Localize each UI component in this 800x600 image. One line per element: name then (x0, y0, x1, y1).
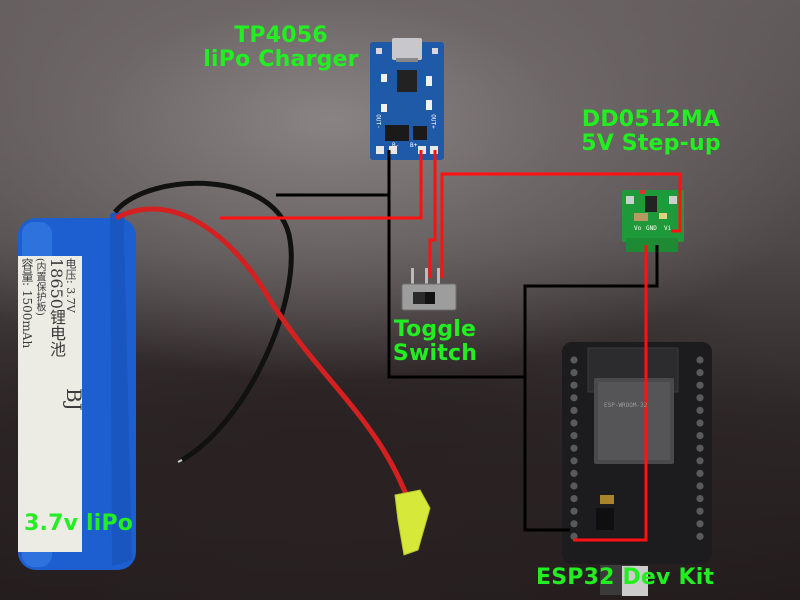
battery-brand: BJ (62, 388, 82, 411)
esp32-board (562, 342, 712, 596)
label-stepup-line2: 5V Step-up (581, 131, 721, 156)
header-pin (696, 457, 704, 465)
pin-b-minus: B- (392, 142, 400, 149)
wire-red-battery-to-bplus (220, 150, 423, 220)
pin-b-plus: B+ (410, 142, 418, 149)
header-pin (696, 394, 704, 402)
header-pin (696, 356, 704, 364)
header-pin (696, 406, 704, 414)
header-pin (696, 495, 704, 503)
header-pin (570, 469, 578, 477)
label-esp32: ESP32 Dev Kit (536, 565, 715, 590)
header-pin (696, 444, 704, 452)
pin-vo: Vo (634, 225, 642, 232)
label-battery: 3.7v liPo (24, 511, 134, 536)
battery-model: 18650锂电池 (47, 258, 66, 357)
overlay-wires (220, 150, 682, 542)
header-pin (696, 520, 704, 528)
header-pin (570, 356, 578, 364)
header-pin (570, 495, 578, 503)
dd0512ma-board (622, 190, 684, 252)
label-switch-line1: Toggle (393, 317, 477, 342)
header-pin (570, 432, 578, 440)
esp32-pin-headers (570, 356, 704, 541)
battery-voltage: 电压: 3.7V (64, 258, 77, 313)
wire-black-gnd-bus (387, 150, 525, 379)
battery-label-sticker (18, 256, 82, 552)
header-pin (696, 432, 704, 440)
label-stepup-line1: DD0512MA (581, 107, 721, 132)
header-pin (570, 381, 578, 389)
label-stepup: DD0512MA 5V Step-up (566, 108, 736, 156)
header-pin (696, 469, 704, 477)
label-charger-line2: liPo Charger (203, 47, 359, 72)
battery-red-lead (114, 206, 413, 506)
header-pin (696, 381, 704, 389)
pin-out-minus: OUT- (374, 114, 382, 129)
header-pin (570, 406, 578, 414)
header-pin (696, 369, 704, 377)
label-charger-line1: TP4056 (234, 23, 328, 48)
battery-label-text: 容量: 1500mAh (内置保护板) 18650锂电池 电压: 3.7V BJ (18, 258, 82, 550)
wire-red-switch-to-stepup-vi (440, 172, 682, 278)
pin-vi: Vi (664, 225, 672, 232)
header-pin (570, 394, 578, 402)
battery-note: (内置保护板) (34, 258, 45, 316)
header-pin (570, 520, 578, 528)
battery-capacity: 容量: 1500mAh (20, 258, 34, 349)
label-switch: Toggle Switch (380, 318, 490, 366)
battery-18650 (18, 212, 136, 570)
pin-gnd: GND (646, 225, 657, 232)
header-pin (696, 419, 704, 427)
header-pin (570, 507, 578, 515)
label-switch-line2: Switch (392, 341, 478, 366)
esp-module-name: ESP-WROOM-32 (604, 402, 648, 409)
header-pin (696, 507, 704, 515)
header-pin (696, 482, 704, 490)
toggle-switch[interactable] (401, 268, 457, 311)
wire-black-stepup-gnd (523, 245, 659, 532)
tp4056-board (370, 38, 444, 160)
label-charger: TP4056 liPo Charger (196, 24, 366, 72)
battery-black-lead (113, 180, 294, 463)
header-pin (570, 419, 578, 427)
tape-icon (394, 489, 431, 556)
header-pin (570, 369, 578, 377)
header-pin (696, 532, 704, 541)
micro-usb-port (622, 566, 648, 596)
wire-red-outplus-to-switch (428, 150, 437, 278)
wire-red-stepup-vo-to-5v (573, 245, 648, 542)
header-pin (570, 482, 578, 490)
pin-out-plus: OUT+ (429, 114, 437, 129)
micro-usb-port (392, 38, 422, 60)
charger-ic (397, 70, 417, 92)
header-pin (570, 444, 578, 452)
header-pin (570, 532, 578, 541)
header-pin (570, 457, 578, 465)
